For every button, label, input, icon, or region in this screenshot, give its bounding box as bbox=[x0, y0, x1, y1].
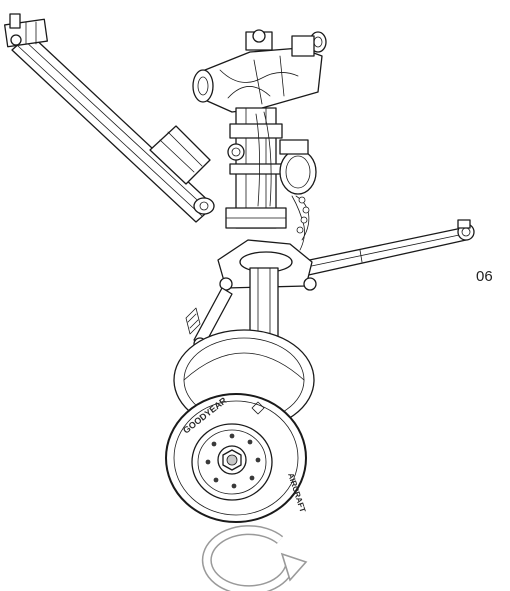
hydraulic-fittings bbox=[227, 111, 317, 251]
wheel-hub bbox=[217, 445, 247, 475]
figure-number-label: 06 bbox=[476, 268, 493, 285]
trunnion-yoke bbox=[192, 29, 327, 113]
wheel-bolts bbox=[205, 433, 261, 489]
rotation-arrow-icon bbox=[201, 525, 308, 591]
strut-lower-fitting bbox=[193, 197, 215, 215]
main-strut-cylinder bbox=[225, 107, 287, 229]
brace-end-fitting bbox=[457, 219, 475, 241]
actuator-strut bbox=[4, 13, 215, 223]
actuator-end-fitting bbox=[4, 13, 48, 48]
oleo-piston bbox=[217, 239, 317, 379]
front-wheel: GOODYEAR AIRCRAFT bbox=[165, 393, 307, 523]
side-brace-link bbox=[299, 219, 475, 277]
